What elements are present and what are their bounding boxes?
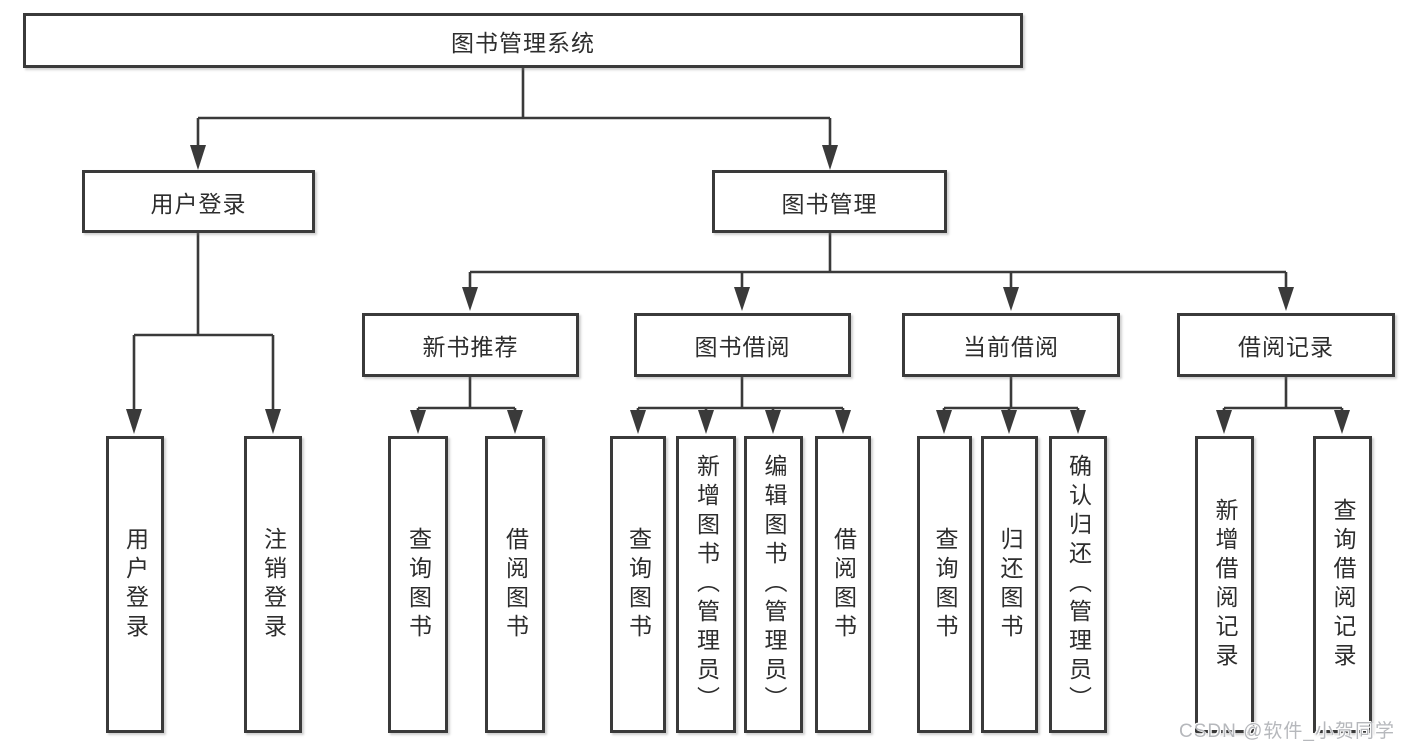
node-label: 用户登录	[150, 190, 247, 217]
node-leaf-add-borrow-record: 新增借阅记录	[1195, 436, 1254, 733]
node-label: 借阅记录	[1238, 334, 1334, 360]
node-label: 当前借阅	[963, 334, 1059, 360]
node-label: 图书管理	[781, 190, 878, 217]
node-leaf-borrow-book-recommend: 借阅图书	[485, 436, 545, 733]
node-label: 用户登录	[122, 526, 149, 643]
node-leaf-confirm-return-admin: 确认归还（管理员）	[1049, 436, 1107, 733]
node-leaf-query-book-current: 查询图书	[917, 436, 972, 733]
node-leaf-edit-book-admin: 编辑图书（管理员）	[744, 436, 803, 733]
node-leaf-borrow-book: 借阅图书	[815, 436, 871, 733]
node-label: 注销登录	[260, 526, 287, 643]
node-label: 借阅图书	[830, 526, 857, 643]
node-label: 图书借阅	[694, 334, 791, 360]
node-leaf-query-borrow-record: 查询借阅记录	[1313, 436, 1372, 733]
node-leaf-logout: 注销登录	[244, 436, 302, 733]
node-leaf-query-book-recommend: 查询图书	[388, 436, 448, 733]
node-book-borrow: 图书借阅	[634, 313, 851, 377]
node-leaf-user-login: 用户登录	[106, 436, 164, 733]
node-leaf-add-book-admin: 新增图书（管理员）	[676, 436, 736, 733]
node-leaf-query-book-borrow: 查询图书	[610, 436, 666, 733]
node-label: 查询图书	[625, 526, 652, 643]
node-label: 新增图书（管理员）	[693, 454, 720, 715]
node-new-book-recommend: 新书推荐	[362, 313, 579, 377]
node-label: 新增借阅记录	[1212, 497, 1238, 672]
node-label: 编辑图书（管理员）	[761, 454, 787, 715]
node-library-management-system: 图书管理系统	[23, 13, 1023, 68]
node-user-login: 用户登录	[82, 170, 315, 233]
node-label: 查询图书	[932, 526, 958, 643]
node-label: 查询借阅记录	[1330, 497, 1356, 672]
watermark: CSDN @软件_小贺同学	[1179, 721, 1395, 742]
node-label: 查询图书	[405, 526, 432, 643]
node-label: 确认归还（管理员）	[1065, 454, 1092, 715]
node-label: 归还图书	[997, 526, 1023, 643]
node-label: 图书管理系统	[451, 29, 595, 56]
arrowheads	[126, 145, 1350, 434]
node-current-borrow: 当前借阅	[902, 313, 1120, 377]
node-label: 借阅图书	[502, 526, 529, 643]
node-leaf-return-book: 归还图书	[981, 436, 1038, 733]
node-label: 新书推荐	[422, 334, 519, 360]
node-borrow-records: 借阅记录	[1177, 313, 1395, 377]
node-book-management: 图书管理	[712, 170, 947, 233]
